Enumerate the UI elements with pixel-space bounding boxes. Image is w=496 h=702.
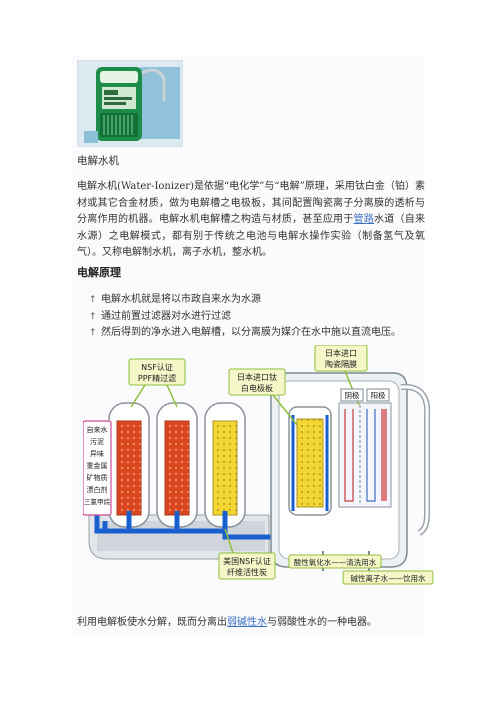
svg-text:陶瓷隔膜: 陶瓷隔膜 xyxy=(325,359,357,369)
list-item-text: 然后得到的净水进入电解槽，以分离膜为媒介在水中施以直流电压。 xyxy=(101,327,401,338)
svg-text:污泥: 污泥 xyxy=(90,438,104,446)
section-heading: 电解原理 xyxy=(77,266,121,279)
intro-text-start: 电解水机(Water-Ionizer)是依据“电化学”与“电解”原理，采用钛白金… xyxy=(77,181,425,225)
intro-paragraph: 电解水机(Water-Ionizer)是依据“电化学”与“电解”原理，采用钛白金… xyxy=(77,179,425,262)
label-cathode-anode: 阴极 阳极 xyxy=(340,388,390,402)
svg-text:阳极: 阳极 xyxy=(371,390,386,400)
svg-text:美国NSF认证: 美国NSF认证 xyxy=(223,556,271,566)
summary-text-start: 利用电解板使水分解，既而分离出 xyxy=(77,617,227,628)
svg-text:PPF精过滤: PPF精过滤 xyxy=(138,373,176,383)
svg-text:日本进口钛: 日本进口钛 xyxy=(237,372,277,382)
svg-text:白电极板: 白电极板 xyxy=(241,383,273,393)
electrode-plates xyxy=(338,402,392,508)
diagram-graphic: 日本进口 陶瓷隔膜 NSF认证 PPF精过滤 日本进口钛 白电极板 阴极 阳极 … xyxy=(82,344,434,585)
bullet-mark-icon: ↑ xyxy=(89,311,97,322)
bullet-mark-icon: ↑ xyxy=(89,295,97,305)
label-alkaline-water: 碱性离子水——饮用水 xyxy=(342,570,434,585)
filter-canister xyxy=(204,402,246,528)
ionizer-structure-diagram: 日本进口 陶瓷隔膜 NSF认证 PPF精过滤 日本进口钛 白电极板 阴极 阳极 … xyxy=(82,344,435,585)
svg-text:重金属: 重金属 xyxy=(87,461,108,470)
svg-text:NSF认证: NSF认证 xyxy=(141,362,173,372)
list-item: ↑ 通过前置过滤器对水进行过滤 xyxy=(89,309,429,326)
label-nsf-pp: NSF认证 PPF精过滤 xyxy=(128,358,186,408)
svg-text:酸性氧化水——清洗用水: 酸性氧化水——清洗用水 xyxy=(294,557,377,567)
list-item-text: 通过前置过滤器对水进行过滤 xyxy=(101,310,231,322)
label-titanium-plate: 日本进口钛 白电极板 xyxy=(228,368,298,426)
svg-text:漂白剂: 漂白剂 xyxy=(87,485,108,494)
label-acid-water: 酸性氧化水——清洗用水 xyxy=(288,554,382,569)
list-item: ↑ 电解水机就是将以市政自来水为水源 xyxy=(89,292,429,309)
label-ceramic-membrane: 日本进口 陶瓷隔膜 xyxy=(314,344,368,406)
list-item: ↑ 然后得到的净水进入电解槽，以分离膜为媒介在水中施以直流电压。 xyxy=(89,325,429,342)
bullet-mark-icon: ↑ xyxy=(89,328,97,338)
water-ionizer-photo-graphic xyxy=(78,61,182,146)
label-impurities-note: 自来水 污泥 异味 重金属 矿物质 漂白剂 三氯甲烷 xyxy=(82,420,112,516)
filter-canister xyxy=(156,402,198,528)
summary-sentence: 利用电解板使水分解，既而分离出弱碱性水与弱酸性水的一种电器。 xyxy=(77,613,377,628)
list-item-text: 电解水机就是将以市政自来水为水源 xyxy=(101,294,261,305)
svg-text:纤维活性炭: 纤维活性炭 xyxy=(227,567,267,577)
svg-text:日本进口: 日本进口 xyxy=(325,348,357,358)
svg-text:碱性离子水——饮用水: 碱性离子水——饮用水 xyxy=(351,573,426,583)
label-carbon-filter: 美国NSF认证 纤维活性炭 xyxy=(218,528,276,580)
svg-text:三氯甲烷: 三氯甲烷 xyxy=(84,497,111,506)
svg-text:阴极: 阴极 xyxy=(345,390,360,400)
filter-canister xyxy=(108,402,150,528)
photo-caption: 电解水机 xyxy=(77,155,119,167)
principle-list: ↑ 电解水机就是将以市政自来水为水源 ↑ 通过前置过滤器对水进行过滤 ↑ 然后得到的净… xyxy=(89,292,429,342)
summary-text-end: 与弱酸性水的一种电器。 xyxy=(267,617,377,628)
svg-text:矿物质: 矿物质 xyxy=(87,473,108,482)
pipeline-link[interactable]: 管路 xyxy=(353,214,375,225)
svg-text:异味: 异味 xyxy=(90,449,104,458)
intro-text-end: 水道（自来水源）之电解模式，都有别于传统之电池与电解水操作实验（制备氢气及氧气）… xyxy=(77,214,426,258)
alkaline-water-link[interactable]: 弱碱性水 xyxy=(227,617,267,628)
water-ionizer-photo xyxy=(77,60,183,147)
chamber-blue-electrode xyxy=(291,415,329,511)
svg-text:自来水: 自来水 xyxy=(87,425,108,434)
